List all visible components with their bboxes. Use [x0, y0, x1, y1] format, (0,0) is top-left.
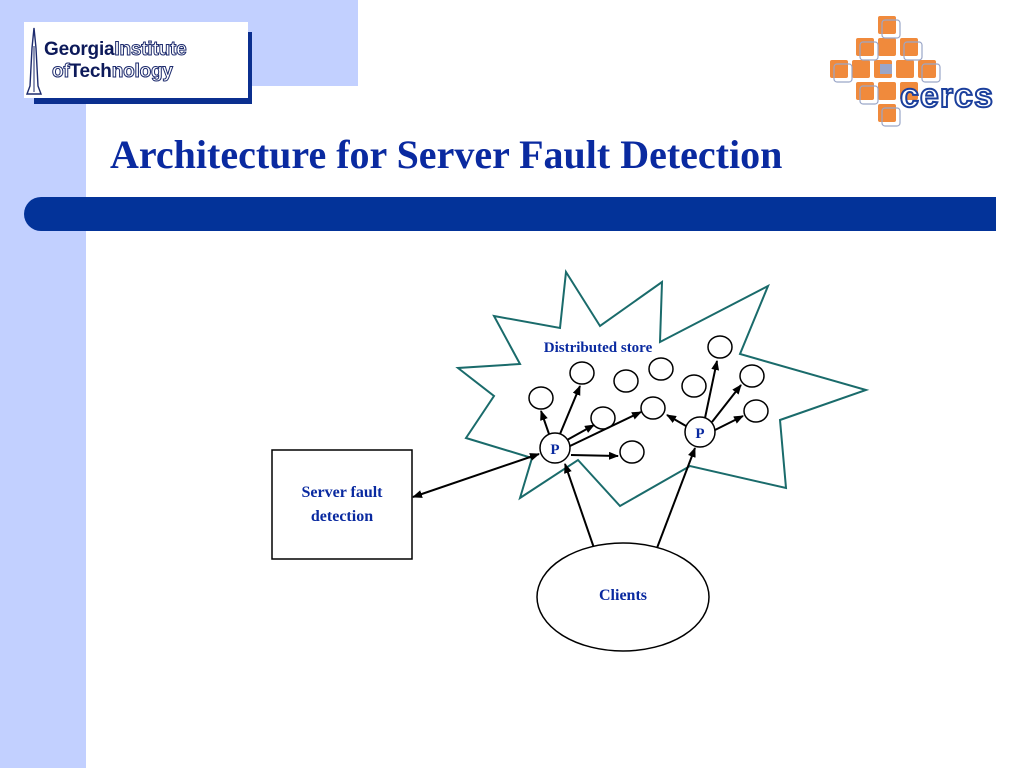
distributed-store-label: Distributed store — [544, 340, 653, 356]
cercs-logo: cercs — [826, 14, 1002, 138]
storage-node — [743, 399, 769, 423]
logo-word-nology: nology — [111, 61, 173, 82]
storage-node — [619, 440, 645, 464]
cercs-cross-icon — [830, 16, 941, 127]
storage-node — [648, 357, 674, 381]
cercs-wordmark: cercs — [899, 77, 994, 115]
storage-node — [640, 396, 666, 420]
arrow-clients-to-proxy-left — [564, 463, 595, 549]
storage-node — [739, 364, 765, 388]
proxy-left: P — [539, 432, 571, 464]
logo-word-georgia: Georgia — [44, 39, 115, 60]
proxy-right-label: P — [695, 426, 704, 442]
arrow-proxy-to-node — [711, 384, 742, 423]
storage-node — [528, 386, 554, 410]
storage-node — [613, 369, 639, 393]
arrow-proxy-to-node — [566, 424, 595, 441]
clients-ellipse — [536, 542, 710, 652]
proxy-right: P — [684, 416, 716, 448]
arrow-proxy-to-node — [559, 385, 581, 435]
logo-line-1: GeorgiaInstitute — [44, 39, 187, 60]
storage-node — [569, 361, 595, 385]
logo-card: GeorgiaInstitute ofTechnology — [24, 22, 248, 98]
arrow-clients-to-proxy-right — [656, 447, 696, 549]
arrow-proxy-to-node — [714, 415, 744, 431]
storage-node — [590, 406, 616, 430]
georgia-tech-logo: GeorgiaInstitute ofTechnology — [24, 22, 252, 104]
arrow-proxy-to-node — [704, 360, 720, 419]
logo-word-institute: Institute — [114, 39, 187, 60]
server-fault-detection-line1: Server fault — [301, 484, 383, 501]
left-background-band — [0, 0, 86, 768]
arrow-proxy-to-node — [666, 414, 687, 427]
storage-node-group — [528, 335, 769, 464]
storage-node — [707, 335, 733, 359]
arrow-proxy-to-node — [569, 411, 642, 447]
distributed-store-cloud — [455, 269, 870, 508]
arrows — [412, 360, 744, 549]
slide-title: Architecture for Server Fault Detection — [110, 132, 783, 177]
tech-tower-icon — [26, 27, 42, 95]
storage-node — [681, 374, 707, 398]
title-underline-bar — [24, 197, 996, 231]
proxy-left-label: P — [550, 442, 559, 458]
logo-word-tech: Tech — [69, 61, 112, 82]
arrow-proxy-to-node — [570, 451, 619, 460]
logo-word-of: of — [52, 61, 71, 82]
server-fault-detection-line2: detection — [311, 508, 373, 525]
clients-label: Clients — [599, 587, 647, 604]
arrow-proxy-to-node — [540, 410, 550, 435]
arrow-detector-to-proxy — [412, 453, 540, 498]
logo-line-2: ofTechnology — [52, 61, 174, 82]
server-fault-detection-box — [271, 449, 413, 560]
